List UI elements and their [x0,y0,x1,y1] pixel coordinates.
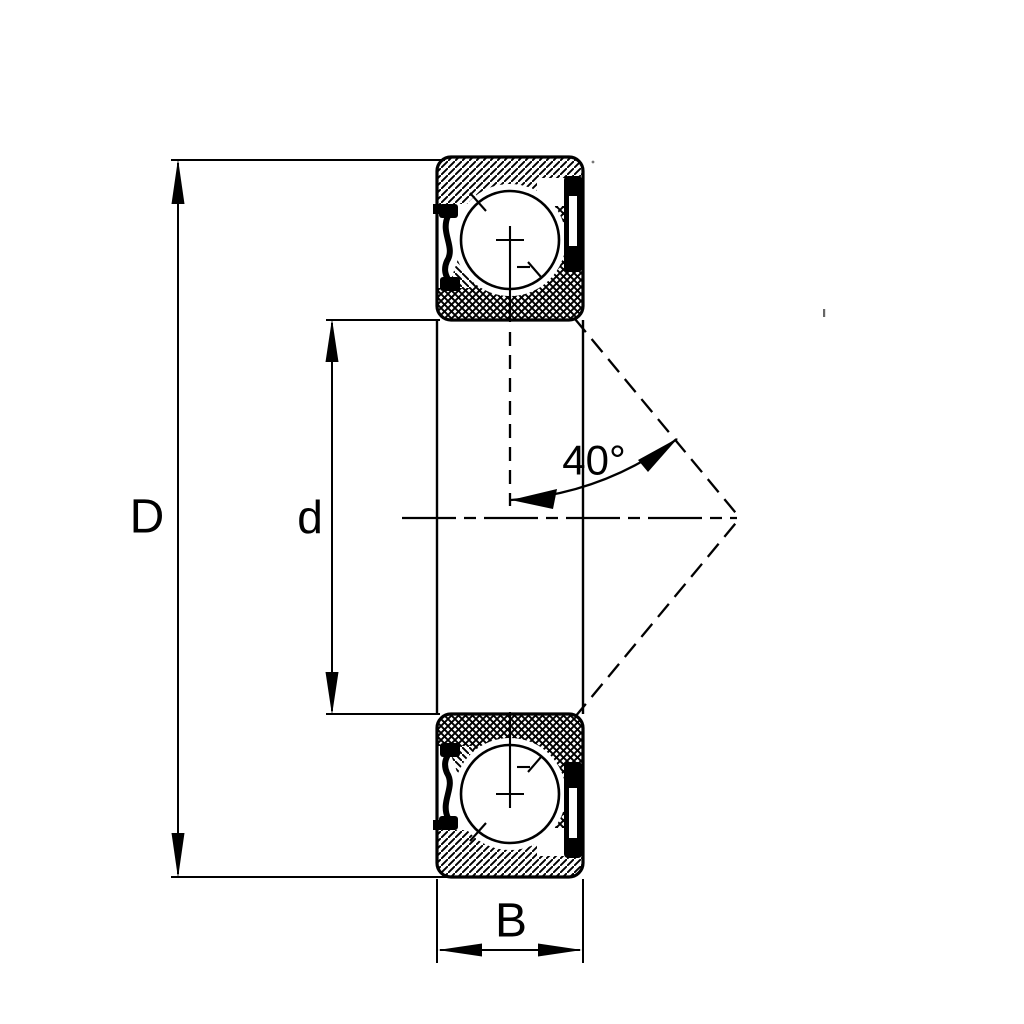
contact-tick-inner [527,756,542,773]
arrow-B-left [438,943,482,957]
label-outer-diameter: D [130,491,165,544]
contact-line-upper [574,318,741,519]
dimension-D: D [130,159,456,878]
arrow-D-down [171,833,185,878]
construction-lines [402,318,741,718]
seal-right-slot [569,788,577,838]
ball-center-marks [469,712,542,842]
bearing-bottom-section [433,712,585,879]
contact-tick-outer [469,822,487,842]
seal-right [564,762,582,858]
seal-left-anchor [439,816,458,830]
contact-angle-annotation: 40° [510,437,678,509]
seal-right [564,176,582,272]
contact-tick-outer [469,192,487,212]
arrow-D-up [171,159,185,204]
contact-line-lower [574,517,741,718]
angle-arrow-right [638,438,678,472]
arrow-B-right [538,943,582,957]
seal-left-foot [440,743,460,757]
seal-left-membrane [442,214,453,283]
bearing-top-section [433,155,585,322]
seal-left-anchor [439,204,458,218]
label-bore-diameter: d [297,491,323,543]
artifact-dot [591,160,595,164]
arrow-d-up [325,319,339,362]
ring-outline [435,155,585,322]
dimension-d: d [297,319,440,715]
contact-tick-inner [527,261,542,278]
ring-outline [435,712,585,879]
bore-face-lines [435,320,585,714]
seal-right-slot [569,196,577,246]
label-width: B [495,895,527,948]
arrow-d-down [325,672,339,715]
dimension-B: B [436,879,584,963]
label-contact-angle: 40° [562,437,626,484]
seal-left-foot [440,277,460,291]
artifact-speck [823,309,826,317]
seal-left-membrane [442,751,453,820]
angle-arrow-left [511,489,557,509]
ball-center-marks [469,192,542,322]
print-artifacts [591,160,826,317]
